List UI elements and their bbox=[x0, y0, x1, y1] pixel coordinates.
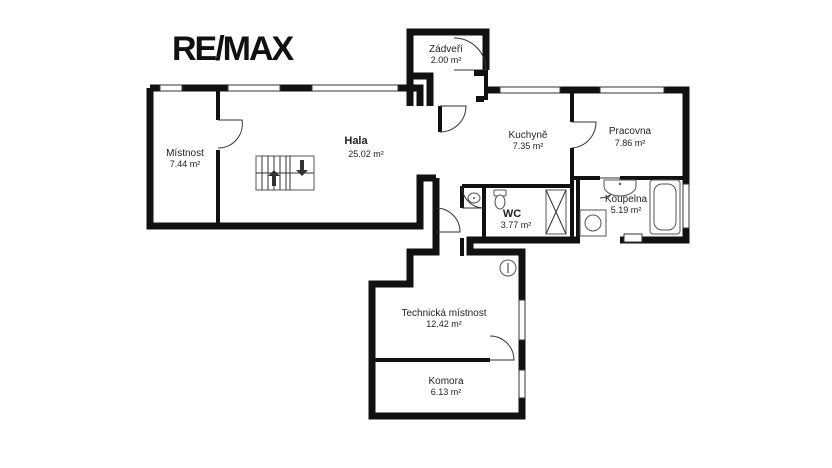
room-area-technicka: 12.42 m² bbox=[426, 319, 462, 329]
boiler-icon bbox=[499, 259, 517, 277]
room-name-zadveri: Zádveří bbox=[429, 44, 463, 55]
room-area-kuchyne: 7.35 m² bbox=[513, 141, 544, 151]
arrow-down-icon bbox=[296, 160, 308, 176]
radiator-icon bbox=[623, 233, 643, 243]
shower-icon bbox=[545, 189, 567, 235]
room-name-hala: Hala bbox=[344, 135, 368, 147]
room-area-mistnost: 7.44 m² bbox=[170, 159, 201, 169]
room-area-koupelna: 5.19 m² bbox=[611, 205, 642, 215]
room-name-wc: WC bbox=[503, 208, 521, 220]
room-area-wc: 3.77 m² bbox=[501, 220, 532, 230]
arrow-up-icon bbox=[268, 170, 280, 186]
room-area-zadveri: 2.00 m² bbox=[431, 55, 462, 65]
washing-machine-icon bbox=[579, 209, 607, 237]
room-name-mistnost: Místnost bbox=[166, 148, 204, 159]
room-name-komora: Komora bbox=[428, 376, 463, 387]
room-area-pracovna: 7.86 m² bbox=[615, 138, 646, 148]
sink-icon bbox=[467, 192, 481, 204]
staircase bbox=[255, 155, 315, 191]
bathtub-icon bbox=[649, 179, 681, 235]
doors bbox=[217, 37, 621, 361]
remax-logo: RE/MAX bbox=[172, 30, 295, 68]
interior-walls bbox=[216, 70, 684, 362]
fixtures bbox=[467, 70, 681, 277]
room-name-kuchyne: Kuchyně bbox=[509, 130, 548, 141]
room-name-pracovna: Pracovna bbox=[609, 126, 652, 137]
room-area-hala: 25.02 m² bbox=[348, 149, 384, 159]
toilet-icon bbox=[493, 189, 507, 210]
bathroom-sink-icon bbox=[603, 179, 637, 197]
room-area-komora: 6.13 m² bbox=[431, 387, 462, 397]
windows bbox=[159, 84, 690, 399]
room-name-technicka: Technická místnost bbox=[401, 308, 486, 319]
room-name-koupelna: Koupelna bbox=[605, 194, 648, 205]
room-labels: Zádveří 2.00 m² Místnost 7.44 m² Hala 25… bbox=[166, 44, 651, 397]
